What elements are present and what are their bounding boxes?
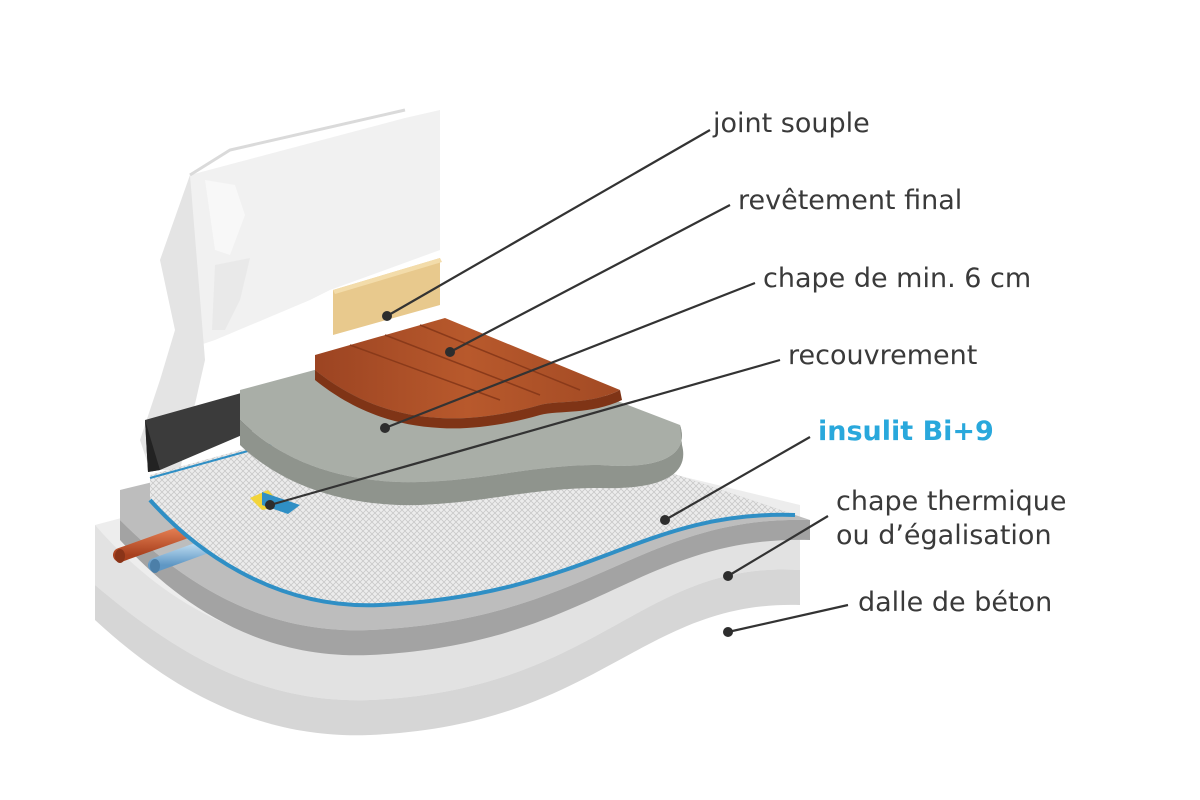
label-insulit: insulit Bi+9 xyxy=(818,416,994,447)
dot-chape-min xyxy=(380,423,390,433)
dot-dalle xyxy=(723,627,733,637)
leader-lines xyxy=(265,129,849,637)
label-chape-thermique-line2: ou d’égalisation xyxy=(836,520,1052,551)
wood-flooring xyxy=(315,318,622,429)
label-revetement-final: revêtement final xyxy=(738,185,963,216)
dot-chape-thermique xyxy=(723,571,733,581)
label-chape-min: chape de min. 6 cm xyxy=(763,263,1032,294)
dot-joint-souple xyxy=(382,311,392,321)
label-joint-souple: joint souple xyxy=(713,108,870,139)
wall xyxy=(140,108,440,470)
dot-insulit xyxy=(660,515,670,525)
label-recouvrement: recouvrement xyxy=(788,340,978,371)
label-dalle: dalle de béton xyxy=(858,587,1053,618)
dot-recouvrement xyxy=(265,500,275,510)
dot-revetement-final xyxy=(445,347,455,357)
label-chape-thermique-line1: chape thermique xyxy=(836,486,1067,517)
skirting-board xyxy=(333,258,442,335)
